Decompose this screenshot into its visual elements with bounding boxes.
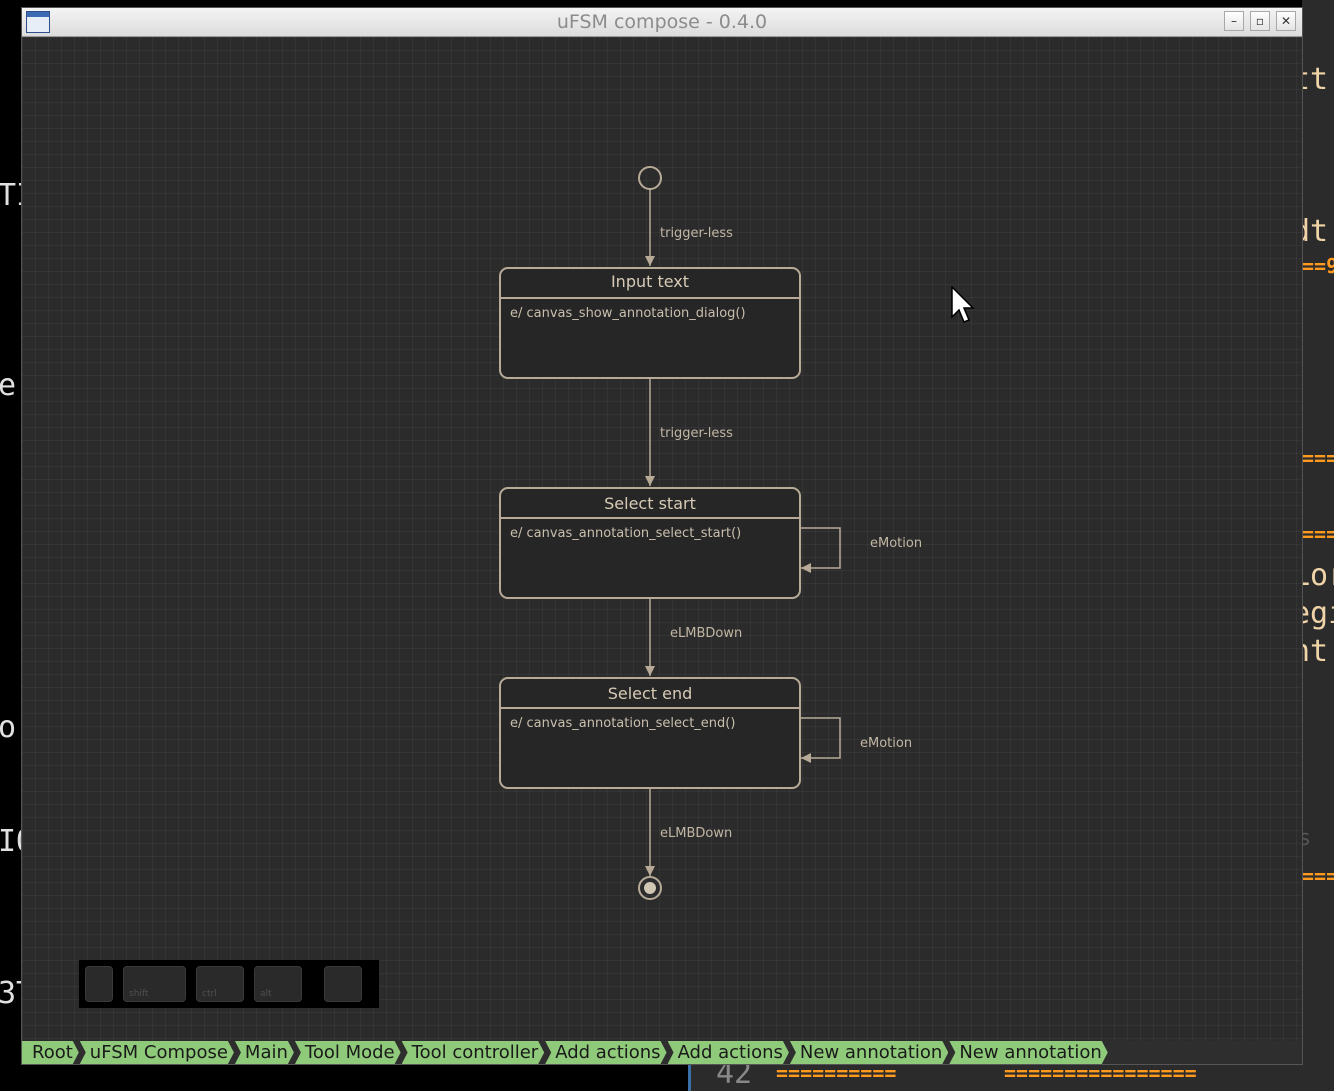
background-line-indicator (688, 1064, 691, 1091)
background-text: === (1302, 522, 1334, 546)
background-text: nt (1302, 634, 1329, 669)
background-editor-right: tt dt ==9 === === Lor egi nt === s (1302, 0, 1334, 1091)
transition-label: trigger-less (660, 426, 733, 441)
shift-key-indicator: shift (123, 966, 186, 1002)
background-editor-left: TI e or IO 3T (0, 0, 22, 1091)
background-text: e (0, 368, 17, 403)
minimize-button[interactable]: – (1224, 11, 1244, 31)
alt-key-indicator: alt (254, 966, 302, 1002)
mouse-cursor-icon (951, 286, 975, 323)
title-bar[interactable]: uFSM compose - 0.4.0 – ▫ ✕ (22, 8, 1302, 37)
state-input-text[interactable]: Input text e/ canvas_show_annotation_dia… (499, 267, 801, 379)
background-text: IO (0, 824, 22, 859)
maximize-button[interactable]: ▫ (1250, 11, 1270, 31)
background-text: tt (1302, 62, 1329, 97)
mouse-key-indicator (85, 966, 113, 1002)
breadcrumb-item[interactable]: Main (235, 1041, 294, 1064)
background-text: egi (1302, 596, 1334, 631)
background-text: 3T (0, 976, 22, 1011)
transition-label: trigger-less (660, 226, 733, 241)
final-state[interactable] (638, 876, 662, 900)
close-button[interactable]: ✕ (1276, 11, 1296, 31)
state-select-start[interactable]: Select start e/ canvas_annotation_select… (499, 487, 801, 599)
background-text: === (1302, 446, 1334, 470)
breadcrumb-item[interactable]: Root (22, 1041, 79, 1064)
initial-state[interactable] (638, 166, 662, 190)
breadcrumb-item[interactable]: Add actions (668, 1041, 789, 1064)
breadcrumb-item[interactable]: Add actions (545, 1041, 666, 1064)
background-line-number: 42 (716, 1064, 753, 1091)
transition-label: eLMBDown (670, 626, 742, 641)
super-key-indicator (324, 966, 362, 1002)
breadcrumb-item[interactable]: Tool controller (402, 1041, 545, 1064)
state-select-end[interactable]: Select end e/ canvas_annotation_select_e… (499, 677, 801, 789)
transition-label: eMotion (870, 536, 922, 551)
breadcrumb-item[interactable]: New annotation (790, 1041, 948, 1064)
background-text: TI (0, 178, 22, 213)
transition-label: eMotion (860, 736, 912, 751)
breadcrumb-item[interactable]: uFSM Compose (80, 1041, 234, 1064)
state-title: Select start (604, 494, 696, 513)
background-text: Lor (1302, 558, 1334, 593)
breadcrumb: Root uFSM Compose Main Tool Mode Tool co… (22, 1041, 1302, 1064)
background-editor-bottom: 42 ========== ================ (688, 1064, 1334, 1091)
background-text: dt (1302, 214, 1329, 249)
state-entry-action: e/ canvas_annotation_select_end() (510, 716, 735, 731)
breadcrumb-item[interactable]: Tool Mode (295, 1041, 401, 1064)
state-entry-action: e/ canvas_show_annotation_dialog() (510, 306, 746, 321)
app-window: uFSM compose - 0.4.0 – ▫ ✕ trigger-less … (22, 8, 1302, 1064)
state-machine-diagram: trigger-less trigger-less eMotion eLMBDo… (499, 166, 922, 900)
transition-label: eLMBDown (660, 826, 732, 841)
background-text: ==9 (1302, 254, 1334, 278)
window-menu-icon[interactable] (26, 11, 50, 33)
background-text: ================ (1004, 1064, 1197, 1085)
breadcrumb-item[interactable]: New annotation (949, 1041, 1107, 1064)
diagram-canvas[interactable]: trigger-less trigger-less eMotion eLMBDo… (22, 37, 1302, 1041)
self-transition-arrow[interactable] (800, 717, 841, 763)
state-entry-action: e/ canvas_annotation_select_start() (510, 526, 741, 541)
state-title: Select end (608, 684, 693, 703)
self-transition-arrow[interactable] (800, 527, 841, 573)
background-text: ========== (776, 1064, 897, 1085)
background-text: === (1302, 864, 1334, 888)
background-text: s (1302, 826, 1312, 851)
ctrl-key-indicator: ctrl (196, 966, 244, 1002)
key-status-overlay: shift ctrl alt (79, 960, 379, 1008)
background-text: or (0, 710, 22, 745)
window-title: uFSM compose - 0.4.0 (556, 11, 768, 33)
state-title: Input text (611, 272, 689, 291)
